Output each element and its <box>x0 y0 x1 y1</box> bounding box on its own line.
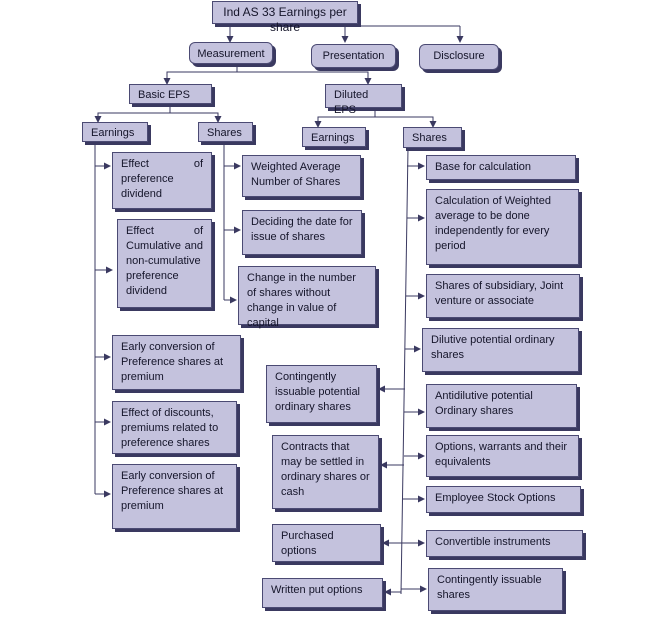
presentation-node: Presentation <box>311 44 396 68</box>
basic-earnings-item-4: Effect of discounts, premiums related to… <box>112 401 237 454</box>
basic-shares-item-3: Change in the number of shares without c… <box>238 266 376 329</box>
basic-earnings-node: Earnings <box>82 122 148 142</box>
basic-eps-node: Basic EPS <box>129 84 212 104</box>
basic-earnings-item-5: Early conversion of Preference shares at… <box>112 464 237 529</box>
measurement-node: Measurement <box>189 42 273 64</box>
basic-earnings-item-2: Effect of Cumulative and non-cumulative … <box>117 219 212 308</box>
diluted-shares-item-2: Calculation of Weighted average to be do… <box>426 189 579 265</box>
diluted-shares-item-3: Shares of subsidiary, Joint venture or a… <box>426 274 580 318</box>
diluted-shares-item-8: Convertible instruments <box>426 530 583 557</box>
basic-shares-item-1: Weighted Average Number of Shares <box>242 155 361 197</box>
root-node: Ind AS 33 Earnings per share <box>212 1 358 34</box>
basic-earnings-item-3: Early conversion of Preference shares at… <box>112 335 241 390</box>
diluted-related-item-4: Written put options <box>262 578 383 608</box>
basic-shares-item-2: Deciding the date for issue of shares <box>242 210 362 255</box>
diluted-shares-item-7: Employee Stock Options <box>426 486 581 513</box>
diluted-shares-item-1: Base for calculation <box>426 155 576 180</box>
disclosure-node: Disclosure <box>419 44 499 70</box>
diluted-shares-node: Shares <box>403 127 462 148</box>
diluted-related-item-3: Purchased options <box>272 524 381 562</box>
diluted-related-item-2: Contracts that may be settled in ordinar… <box>272 435 379 509</box>
diluted-shares-item-5: Antidilutive potential Ordinary shares <box>426 384 577 428</box>
diluted-earnings-node: Earnings <box>302 127 366 147</box>
diluted-related-item-1: Contingently issuable potential ordinary… <box>266 365 377 423</box>
basic-shares-node: Shares <box>198 122 253 142</box>
basic-earnings-item-1: Effect of preference dividend <box>112 152 212 209</box>
diluted-shares-item-6: Options, warrants and their equivalents <box>426 435 579 477</box>
diluted-eps-node: Diluted EPS <box>325 84 402 116</box>
diluted-shares-item-9: Contingently issuable shares <box>428 568 563 611</box>
diluted-shares-item-4: Dilutive potential ordinary shares <box>422 328 579 372</box>
